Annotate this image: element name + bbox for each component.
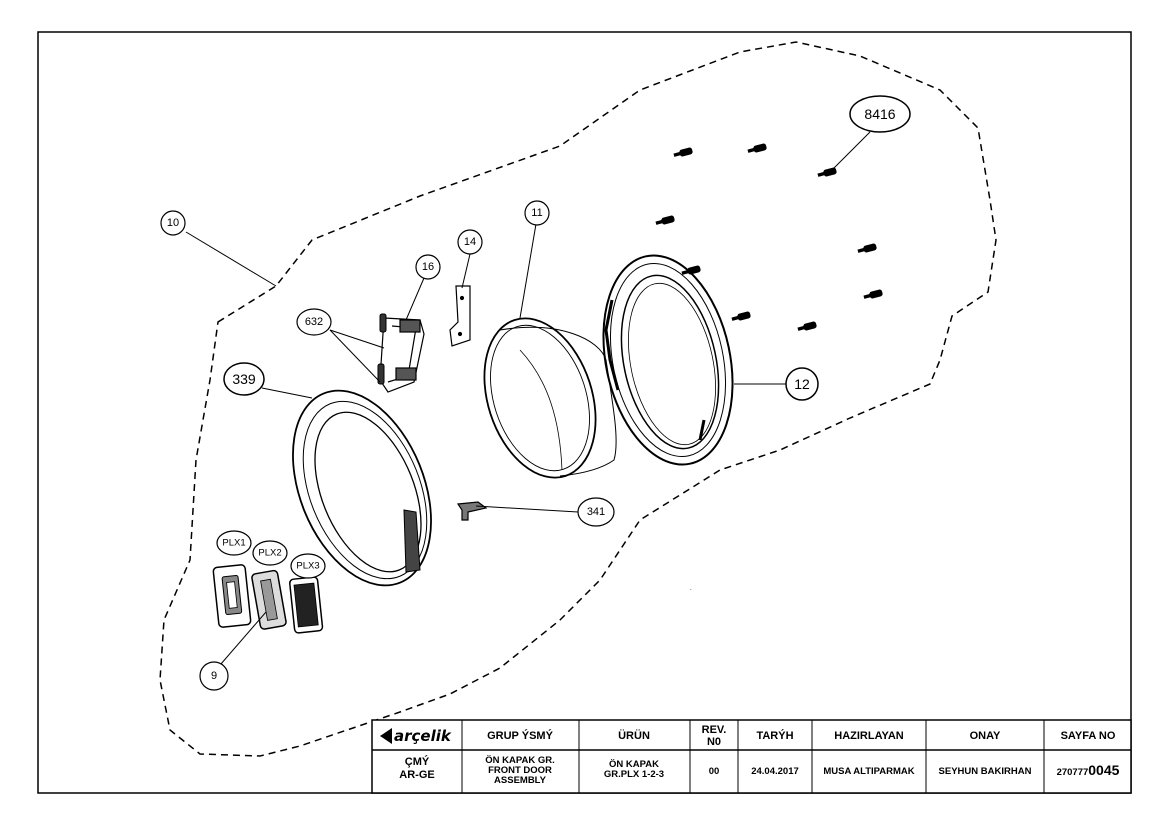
hook-plate <box>449 285 471 347</box>
svg-text:8416: 8416 <box>864 106 895 122</box>
door-hinge <box>379 317 425 393</box>
header-urun: ÜRÜN <box>618 729 650 742</box>
value-rev: 00 <box>709 766 720 777</box>
door-handles <box>212 564 324 634</box>
svg-text:14: 14 <box>464 236 476 248</box>
header-sayfa: SAYFA NO <box>1061 730 1116 742</box>
screw <box>673 147 693 157</box>
logo-mark-icon <box>380 728 392 744</box>
callout-341: 341 <box>577 497 615 527</box>
callout-632: 632 <box>296 308 332 336</box>
inner-door-ring <box>602 254 734 466</box>
screw <box>857 243 877 253</box>
handle-plx1 <box>212 564 252 628</box>
screw <box>797 321 817 331</box>
header-rev-1: REV. <box>702 724 727 736</box>
value-grup-2: FRONT DOOR <box>488 765 552 776</box>
title-block: arçelik GRUP ÝSMÝ ÜRÜN REV. N0 TARÝH HAZ… <box>371 719 1132 794</box>
value-onay: SEYHUN BAKIRHAN <box>939 766 1032 777</box>
arcelik-logo: arçelik <box>380 727 452 745</box>
hinge-pins <box>377 313 387 385</box>
header-tarih: TARÝH <box>756 729 793 742</box>
value-sayfa-prefix: 270777 <box>1057 767 1089 778</box>
svg-text:PLX2: PLX2 <box>258 548 281 559</box>
callout-9: 9 <box>199 661 229 691</box>
header-rev-2: N0 <box>707 736 721 748</box>
value-org-2: AR-GE <box>399 769 434 781</box>
handle-plx2 <box>251 569 287 630</box>
svg-text:11: 11 <box>531 207 542 219</box>
svg-text:10: 10 <box>167 217 179 229</box>
callout-16: 16 <box>415 254 441 280</box>
callout-10: 10 <box>160 210 186 236</box>
svg-text:341: 341 <box>587 506 605 518</box>
screw-group <box>655 143 883 331</box>
svg-text:PLX3: PLX3 <box>296 561 319 572</box>
handle-plx3 <box>289 576 324 634</box>
value-sayfa-suffix: 0045 <box>1088 762 1119 778</box>
door-glass-bowl <box>483 317 617 479</box>
value-urun-1: ÖN KAPAK <box>609 759 659 770</box>
screw <box>863 289 883 299</box>
assembly-boundary <box>159 41 997 757</box>
header-hazirlayan: HAZIRLAYAN <box>834 730 904 742</box>
callout-plx3: PLX3 <box>290 553 326 579</box>
callout-12: 12 <box>785 367 819 401</box>
screw <box>731 311 751 321</box>
callouts: 8416 10 11 14 16 632 339 12 <box>160 95 911 691</box>
speck: . <box>690 586 692 592</box>
screw <box>817 167 837 177</box>
svg-text:PLX1: PLX1 <box>222 538 245 549</box>
callout-14: 14 <box>457 229 483 255</box>
outer-door-frame <box>292 389 432 587</box>
svg-text:12: 12 <box>794 376 810 392</box>
value-tarih: 24.04.2017 <box>751 766 799 777</box>
callout-339: 339 <box>223 362 265 396</box>
header-grup: GRUP ÝSMÝ <box>487 729 553 742</box>
svg-text:339: 339 <box>232 371 256 387</box>
callout-plx2: PLX2 <box>252 540 288 566</box>
value-grup-1: ÖN KAPAK GR. <box>485 755 555 766</box>
svg-text:16: 16 <box>422 261 434 273</box>
value-org-1: ÇMÝ <box>405 755 430 768</box>
header-onay: ONAY <box>970 730 1001 742</box>
screw <box>655 215 675 225</box>
svg-text:632: 632 <box>305 316 323 328</box>
leader-lines <box>185 131 871 673</box>
value-grup-3: ASSEMBLY <box>494 775 547 786</box>
value-urun-2: GR.PLX 1-2-3 <box>604 769 664 780</box>
callout-11: 11 <box>524 200 550 226</box>
svg-text:arçelik: arçelik <box>394 727 452 745</box>
value-hazirlayan: MUSA ALTIPARMAK <box>823 766 914 777</box>
value-sayfa: 2707770045 <box>1057 762 1120 778</box>
callout-8416: 8416 <box>849 95 911 133</box>
door-hook <box>456 501 488 521</box>
screw <box>747 143 767 153</box>
svg-text:9: 9 <box>211 670 217 682</box>
callout-plx1: PLX1 <box>216 530 252 556</box>
